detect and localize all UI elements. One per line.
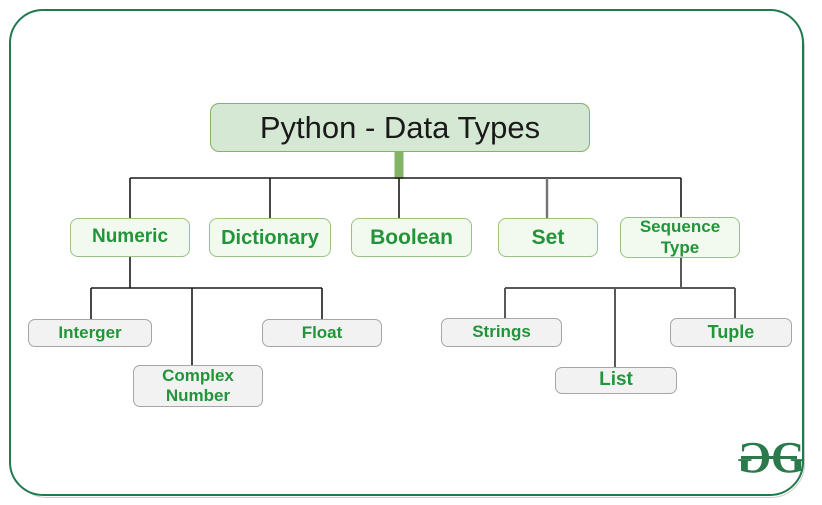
node-python-data-types: Python - Data Types (210, 103, 590, 152)
node-interger: Interger (28, 319, 152, 347)
node-strings: Strings (441, 318, 562, 347)
node-complex-number: Complex Number (133, 365, 263, 407)
node-dictionary: Dictionary (209, 218, 331, 257)
geeksforgeeks-logo: G G (741, 433, 805, 482)
node-float: Float (262, 319, 382, 347)
node-set: Set (498, 218, 598, 257)
node-tuple: Tuple (670, 318, 792, 347)
logo-crossbar (741, 456, 797, 459)
node-sequence-type: Sequence Type (620, 217, 740, 258)
node-boolean: Boolean (351, 218, 472, 257)
node-list: List (555, 367, 677, 394)
node-numeric: Numeric (70, 218, 190, 257)
